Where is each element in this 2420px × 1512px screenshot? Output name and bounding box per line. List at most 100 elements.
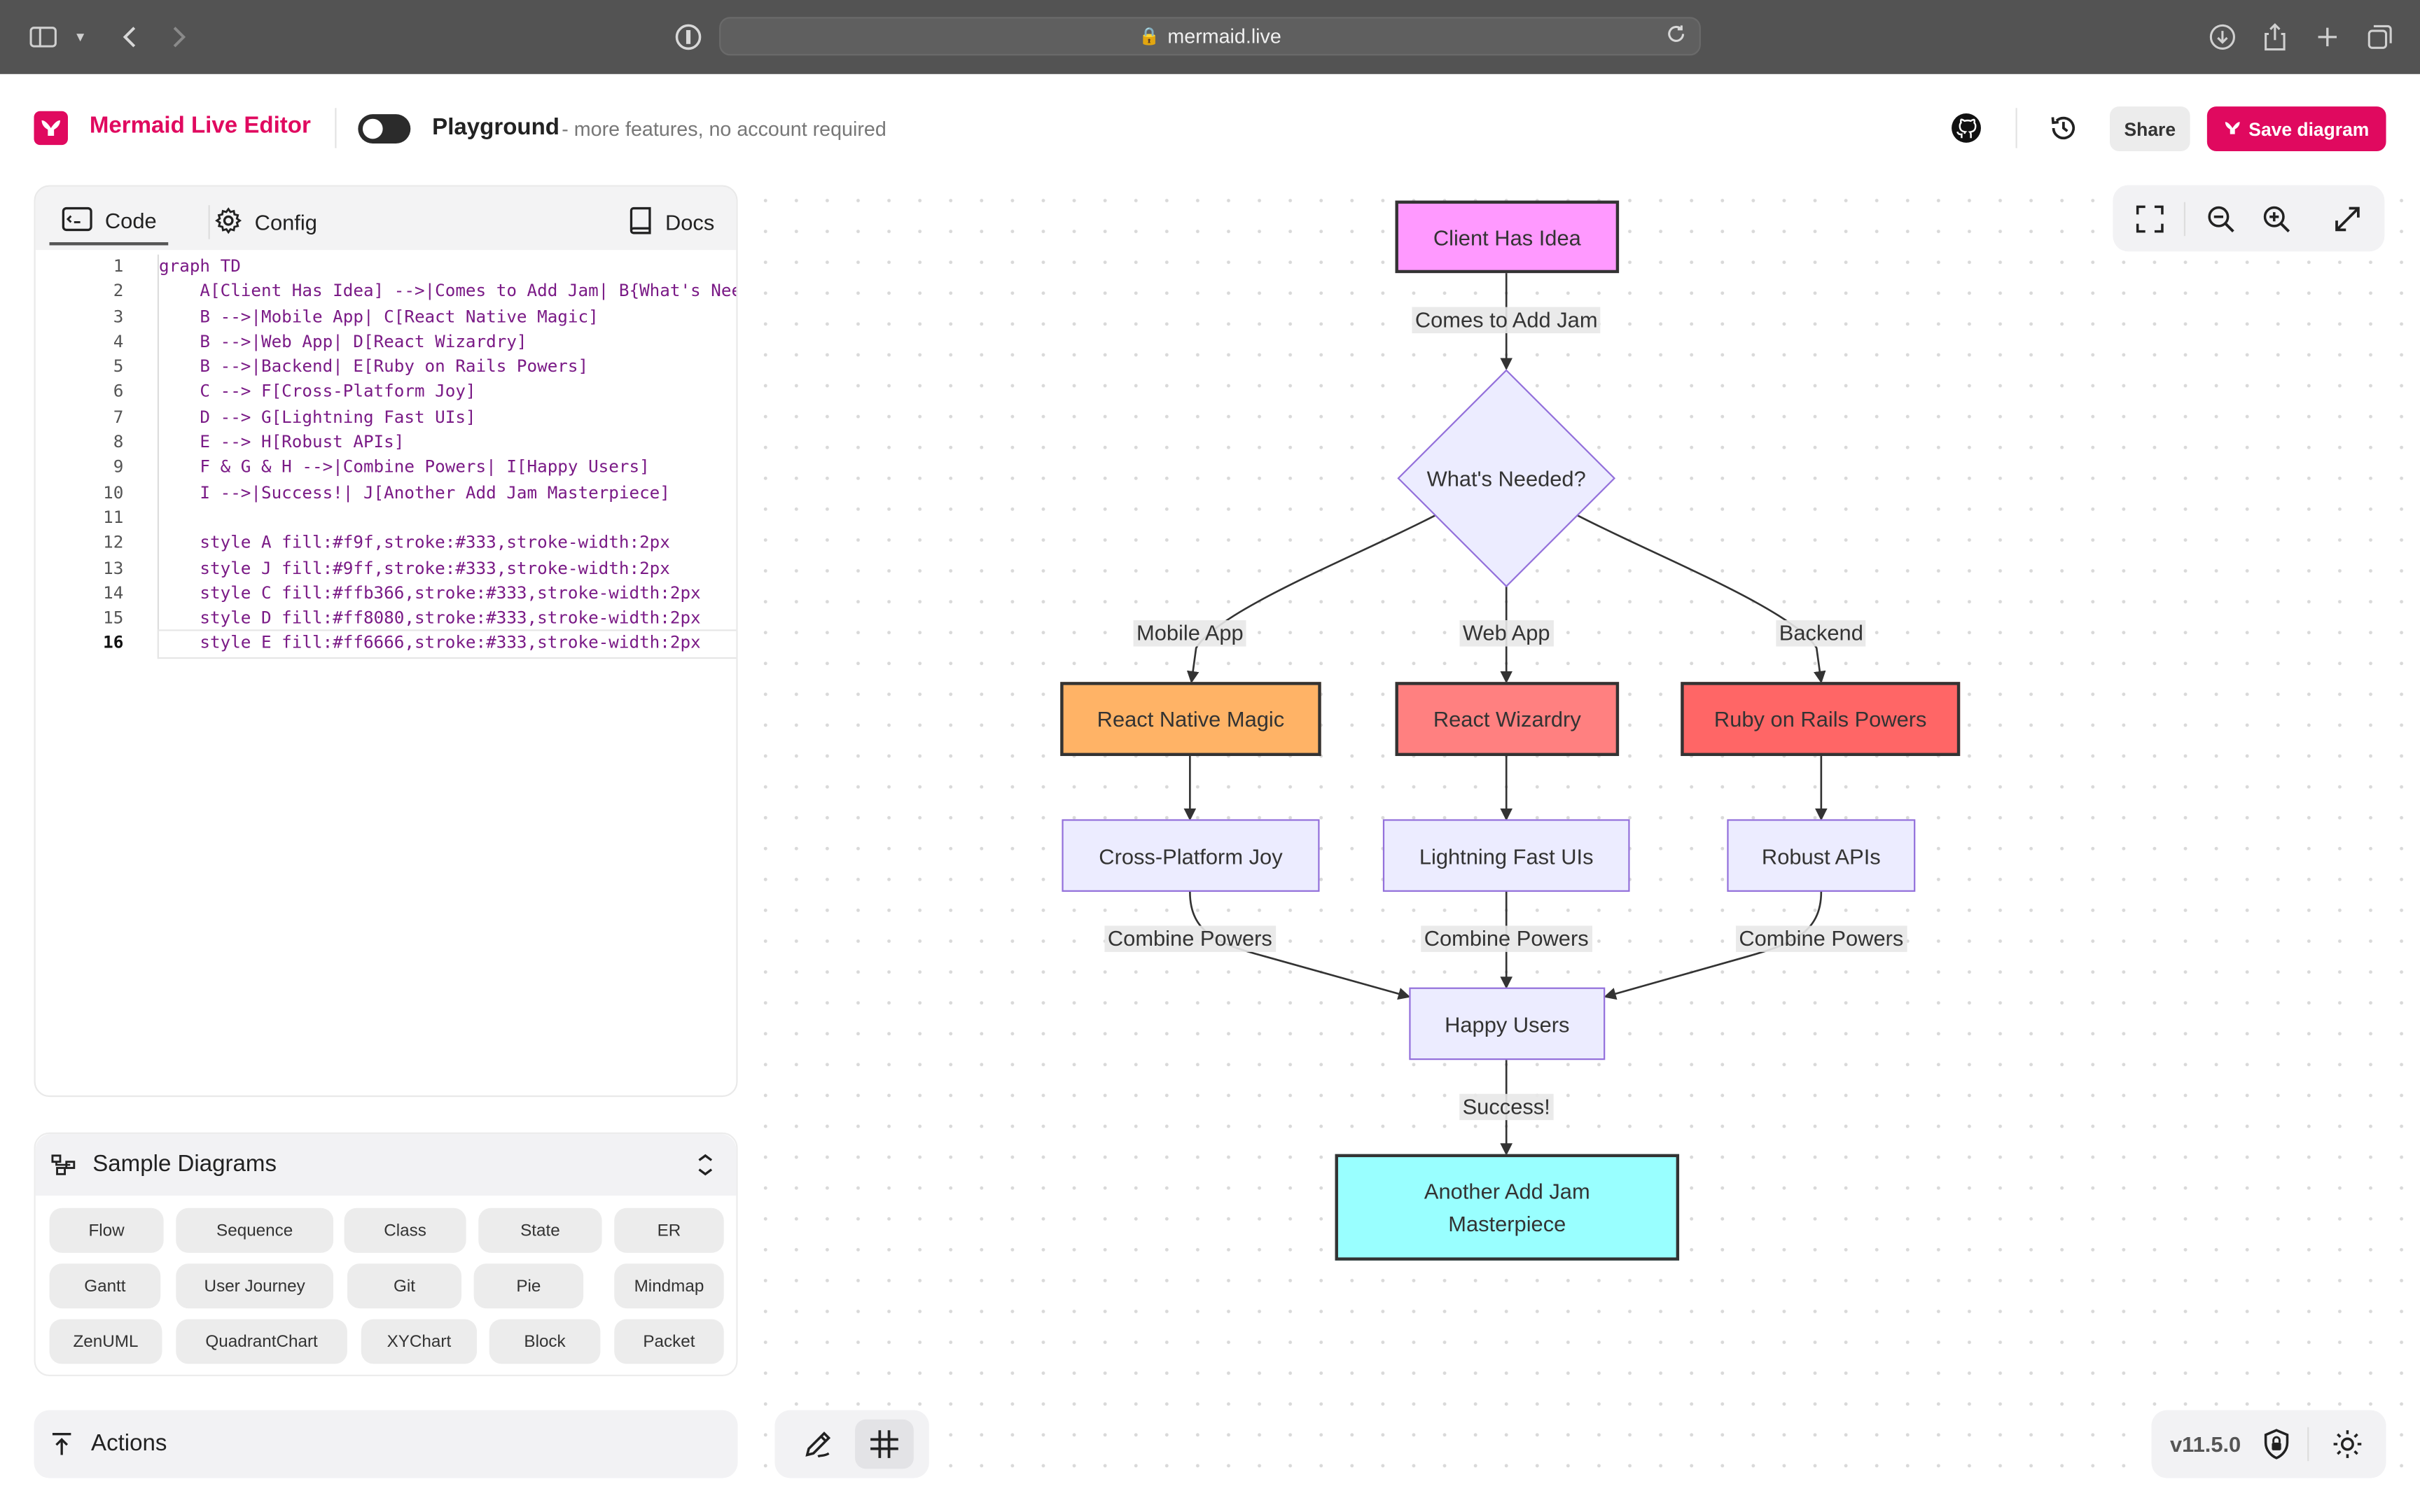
line-number: 13 — [103, 557, 124, 578]
node-lightning-fast-uis[interactable]: Lightning Fast UIs — [1382, 819, 1630, 892]
github-icon[interactable] — [1949, 111, 1983, 145]
sample-gantt-button[interactable]: Gantt — [49, 1264, 161, 1309]
collapse-icon[interactable] — [696, 1152, 714, 1184]
download-icon[interactable] — [2207, 22, 2238, 52]
version-label[interactable]: v11.5.0 — [2169, 1432, 2241, 1457]
mermaid-logo-icon[interactable] — [34, 111, 68, 146]
node-another-add-jam-masterpiece[interactable]: Another Add Jam Masterpiece — [1335, 1154, 1680, 1261]
zoom-divider — [2183, 202, 2186, 237]
zoom-controls — [2113, 185, 2385, 252]
sample-class-button[interactable]: Class — [344, 1208, 466, 1253]
grid-toggle-button[interactable] — [855, 1419, 914, 1469]
fit-view-icon[interactable] — [2132, 201, 2169, 238]
code-line[interactable]: 10 I -->|Success!| J[Another Add Jam Mas… — [36, 481, 737, 506]
gear-icon — [214, 206, 242, 238]
brand-title[interactable]: Mermaid Live Editor — [89, 112, 311, 139]
sample-packet-button[interactable]: Packet — [614, 1319, 724, 1364]
code-line[interactable]: 2 A[Client Has Idea] -->|Comes to Add Ja… — [36, 280, 737, 305]
zoom-out-icon[interactable] — [2202, 201, 2239, 238]
reload-icon[interactable] — [1665, 23, 1687, 49]
actions-panel[interactable]: Actions — [34, 1410, 738, 1478]
back-icon[interactable] — [114, 22, 145, 52]
canvas-toolbar — [774, 1410, 929, 1478]
code-line[interactable]: 7 D --> G[Lightning Fast UIs] — [36, 405, 737, 430]
line-number: 14 — [103, 582, 124, 603]
sample-diagrams-panel: Sample Diagrams Flow Sequence Class Stat… — [34, 1132, 738, 1377]
code-line[interactable]: 9 F & G & H -->|Combine Powers| I[Happy … — [36, 456, 737, 481]
tab-code[interactable]: Code — [49, 199, 169, 246]
code-line-text: style A fill:#f9f,stroke:#333,stroke-wid… — [159, 532, 670, 553]
theme-sun-icon[interactable] — [2329, 1426, 2366, 1463]
address-bar[interactable]: 🔒 mermaid.live — [719, 17, 1701, 56]
share-icon[interactable] — [2260, 22, 2290, 52]
line-number: 7 — [113, 407, 124, 428]
tab-config[interactable]: Config — [202, 199, 330, 245]
mode-title: Playground — [432, 114, 560, 141]
code-line-text: A[Client Has Idea] -->|Comes to Add Jam|… — [159, 281, 738, 302]
code-line[interactable]: 15 style D fill:#ff8080,stroke:#333,stro… — [36, 607, 737, 632]
chevron-down-icon[interactable]: ▾ — [76, 28, 85, 46]
code-line-text: style E fill:#ff6666,stroke:#333,stroke-… — [157, 630, 737, 659]
code-line[interactable]: 8 E --> H[Robust APIs] — [36, 430, 737, 456]
node-ruby-on-rails-powers[interactable]: Ruby on Rails Powers — [1681, 682, 1961, 757]
forward-icon[interactable] — [164, 22, 195, 52]
code-icon — [62, 206, 92, 235]
tab-overview-icon[interactable] — [2365, 22, 2395, 52]
pen-icon[interactable] — [800, 1426, 837, 1463]
sample-sequence-button[interactable]: Sequence — [176, 1208, 334, 1253]
code-line[interactable]: 3 B -->|Mobile App| C[React Native Magic… — [36, 305, 737, 330]
sidebar-toggle-icon[interactable] — [28, 22, 59, 52]
node-happy-users[interactable]: Happy Users — [1409, 987, 1606, 1060]
save-diagram-button[interactable]: Save diagram — [2206, 106, 2386, 152]
code-line[interactable]: 13 style J fill:#9ff,stroke:#333,stroke-… — [36, 556, 737, 582]
node-client-has-idea[interactable]: Client Has Idea — [1395, 200, 1620, 274]
sample-zenuml-button[interactable]: ZenUML — [49, 1319, 162, 1364]
playground-toggle[interactable] — [358, 114, 411, 144]
code-line[interactable]: 5 B -->|Backend| E[Ruby on Rails Powers] — [36, 355, 737, 380]
sample-pie-button[interactable]: Pie — [473, 1264, 584, 1309]
zoom-in-icon[interactable] — [2258, 201, 2295, 238]
history-icon[interactable] — [2047, 111, 2080, 145]
node-react-wizardry[interactable]: React Wizardry — [1395, 682, 1620, 757]
sample-er-button[interactable]: ER — [614, 1208, 724, 1253]
diagram-icon — [51, 1154, 76, 1184]
edge-label-combine-powers-center: Combine Powers — [1421, 925, 1592, 952]
password-manager-icon[interactable] — [673, 22, 704, 52]
code-line[interactable]: 6 C --> F[Cross-Platform Joy] — [36, 380, 737, 405]
line-number: 12 — [103, 532, 124, 553]
code-line[interactable]: 11 — [36, 506, 737, 531]
docs-link[interactable]: Docs — [616, 199, 726, 245]
share-button[interactable]: Share — [2110, 106, 2190, 152]
edge-label-combine-powers-left: Combine Powers — [1104, 925, 1276, 952]
sample-xychart-button[interactable]: XYChart — [361, 1319, 478, 1364]
sample-user-journey-button[interactable]: User Journey — [176, 1264, 334, 1309]
sample-state-button[interactable]: State — [478, 1208, 602, 1253]
node-react-native-magic[interactable]: React Native Magic — [1060, 682, 1321, 757]
code-line-text: style C fill:#ffb366,stroke:#333,stroke-… — [159, 582, 701, 603]
node-cross-platform-joy[interactable]: Cross-Platform Joy — [1062, 819, 1320, 892]
sample-quadrantchart-button[interactable]: QuadrantChart — [176, 1319, 347, 1364]
code-line[interactable]: 14 style C fill:#ffb366,stroke:#333,stro… — [36, 582, 737, 607]
node-robust-apis[interactable]: Robust APIs — [1727, 819, 1916, 892]
sample-block-button[interactable]: Block — [489, 1319, 601, 1364]
edge-label-combine-powers-right: Combine Powers — [1735, 925, 1907, 952]
code-line-text: D --> G[Lightning Fast UIs] — [159, 407, 476, 428]
code-line[interactable]: 12 style A fill:#f9f,stroke:#333,stroke-… — [36, 531, 737, 556]
node-whats-needed[interactable]: What's Needed? — [1426, 465, 1586, 491]
code-line-text: I -->|Success!| J[Another Add Jam Master… — [159, 482, 670, 503]
privacy-shield-icon[interactable] — [2258, 1426, 2295, 1463]
sample-git-button[interactable]: Git — [347, 1264, 462, 1309]
code-line[interactable]: 16 style E fill:#ff6666,stroke:#333,stro… — [36, 630, 737, 659]
sample-diagrams-header[interactable]: Sample Diagrams — [35, 1134, 737, 1196]
code-line[interactable]: 4 B -->|Web App| D[React Wizardry] — [36, 330, 737, 355]
grid-icon[interactable] — [866, 1426, 903, 1463]
line-number: 11 — [103, 507, 124, 528]
sample-mindmap-button[interactable]: Mindmap — [614, 1264, 724, 1309]
new-tab-icon[interactable] — [2312, 22, 2343, 52]
expand-icon[interactable] — [2329, 201, 2366, 238]
sample-flow-button[interactable]: Flow — [49, 1208, 164, 1253]
